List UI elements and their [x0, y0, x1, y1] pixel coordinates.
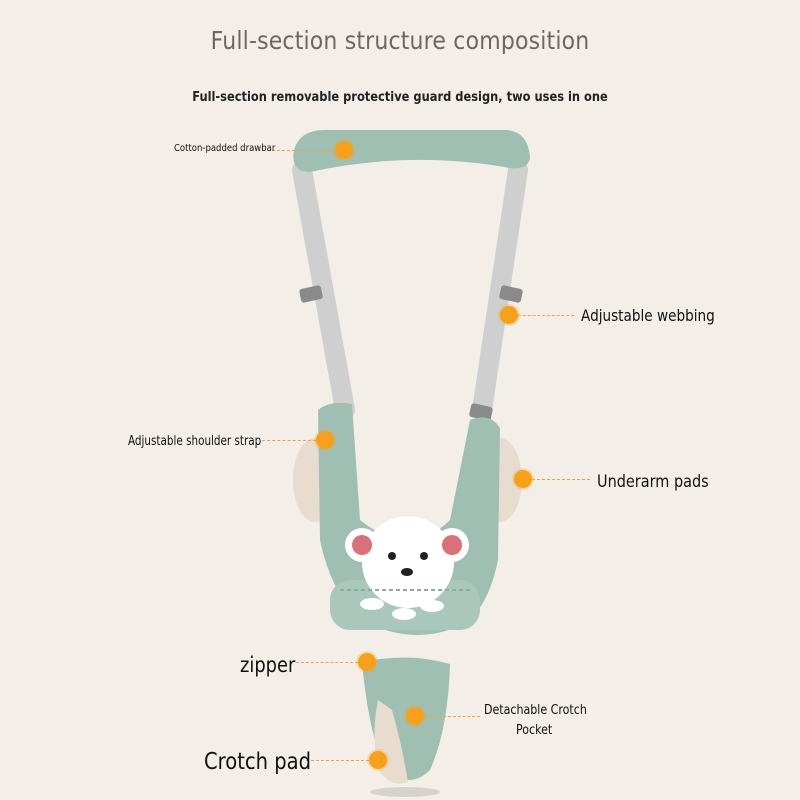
callout-dot-underarm — [514, 470, 532, 488]
callout-dot-drawbar — [335, 141, 353, 159]
label-crotch-pad: Crotch pad — [204, 749, 312, 775]
label-crotch-pocket-line2: Pocket — [516, 723, 553, 738]
leader-crotch-pad — [306, 760, 369, 761]
page-subtitle: Full-section removable protective guard … — [192, 90, 608, 105]
leader-shoulder — [262, 440, 316, 441]
leader-webbing — [518, 315, 574, 316]
leader-underarm — [532, 479, 590, 480]
page-title: Full-section structure composition — [210, 26, 590, 55]
label-webbing: Adjustable webbing — [581, 306, 715, 325]
callout-dot-crotch-pocket — [406, 707, 424, 725]
label-zipper: zipper — [240, 653, 296, 677]
leader-crotch-pocket — [424, 716, 480, 717]
callout-dot-webbing — [500, 306, 518, 324]
label-drawbar: Cotton-padded drawbar — [174, 143, 276, 154]
label-shoulder-strap: Adjustable shoulder strap — [128, 434, 262, 449]
callout-dot-zipper — [358, 653, 376, 671]
callout-dot-shoulder — [316, 431, 334, 449]
label-underarm-pads: Underarm pads — [597, 472, 709, 492]
leader-drawbar — [272, 150, 334, 151]
callout-dot-crotch-pad — [369, 751, 387, 769]
label-crotch-pocket-line1: Detachable Crotch — [484, 703, 587, 718]
leader-zipper — [296, 662, 358, 663]
